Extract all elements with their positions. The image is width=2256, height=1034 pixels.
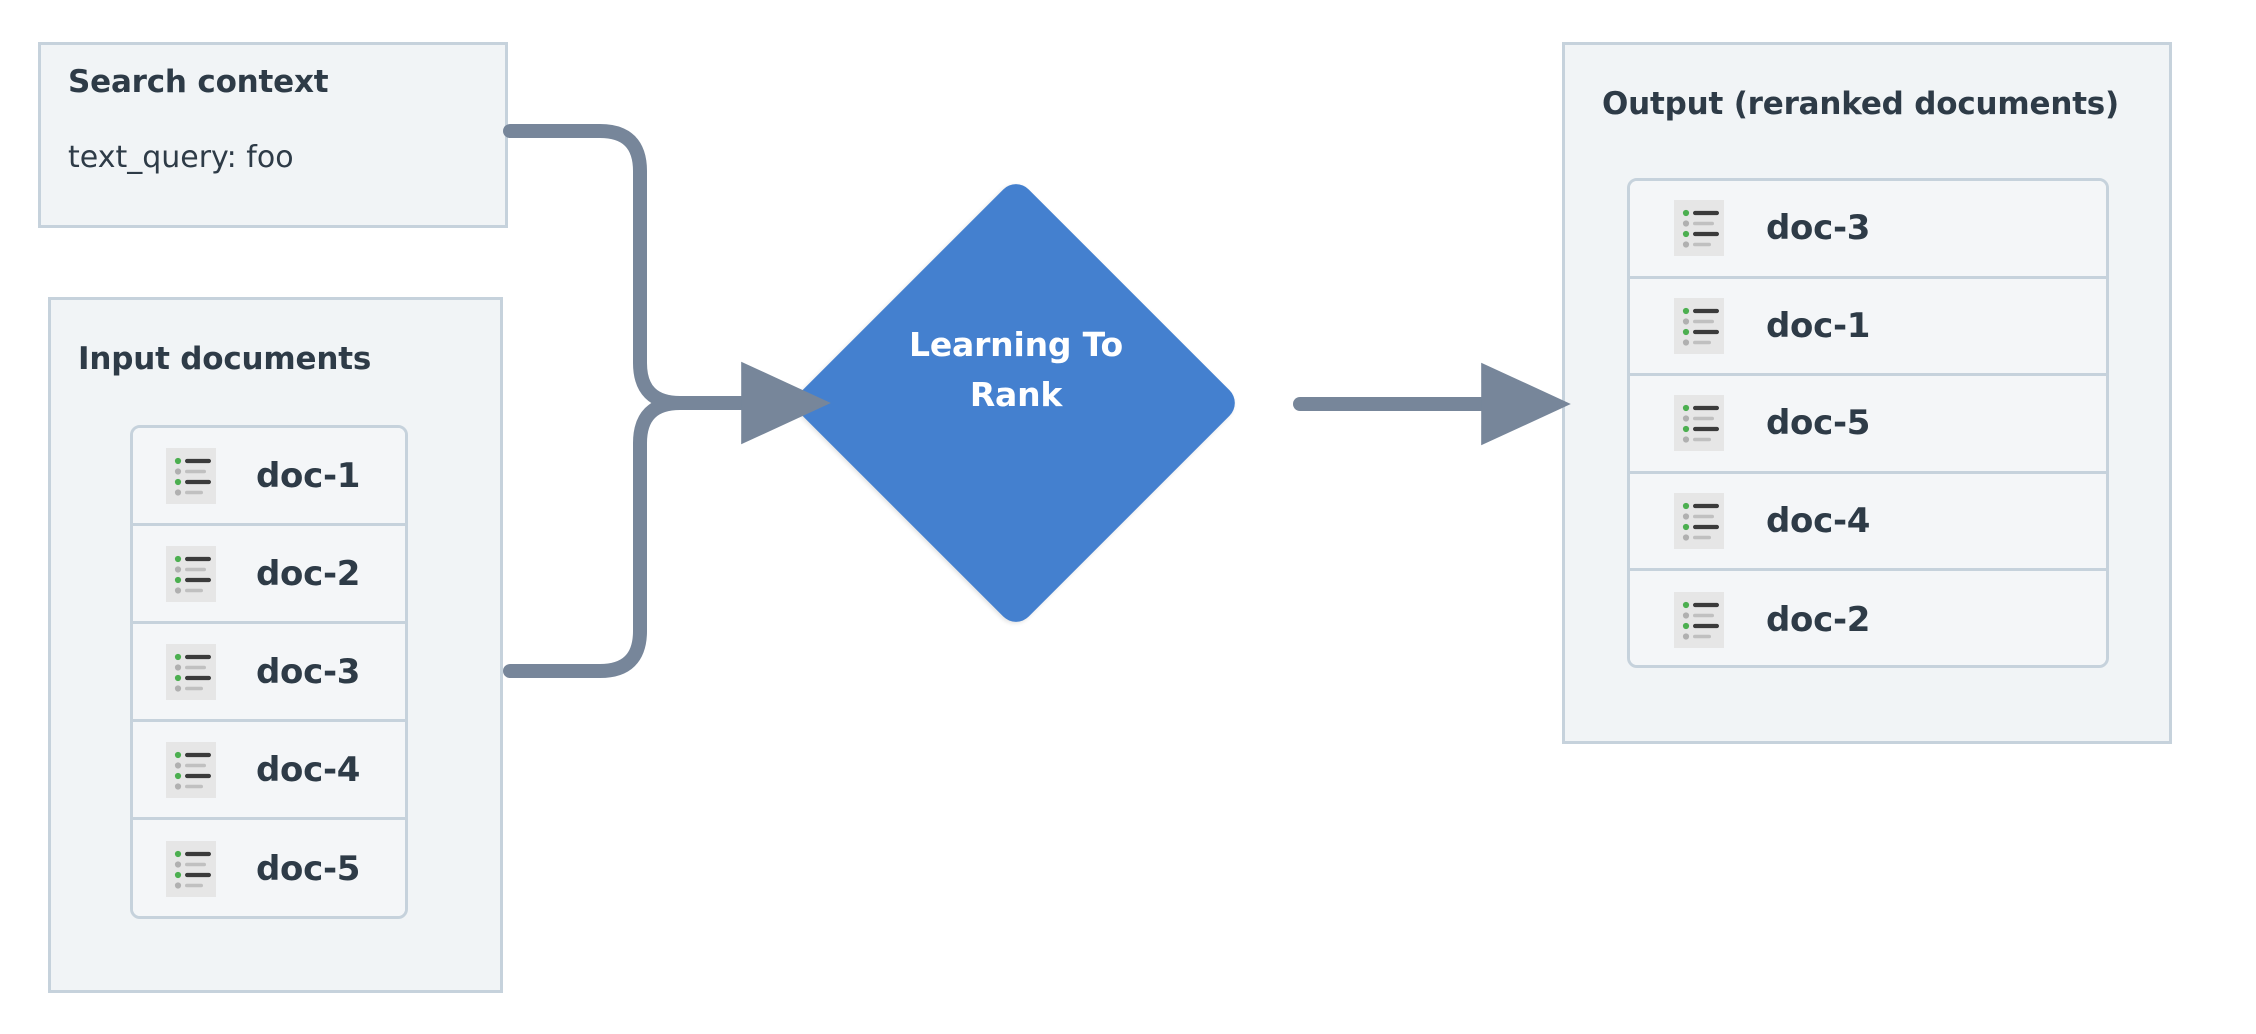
input-document-list: doc-1 doc-2 doc-3 doc-4 doc-5 [130, 425, 408, 919]
document-list-icon [1674, 493, 1724, 550]
document-list-icon [166, 447, 216, 504]
document-list-icon [1674, 592, 1724, 649]
learning-to-rank-label: Learning To Rank [816, 320, 1216, 420]
document-list-icon [1674, 297, 1724, 354]
output-document-list: doc-3 doc-1 doc-5 doc-4 doc-2 [1627, 178, 2109, 668]
output-document-row[interactable]: doc-3 [1630, 181, 2106, 279]
connector-input-documents-to-model [503, 396, 687, 678]
document-label: doc-3 [256, 651, 361, 692]
search-context-query-text: text_query: foo [68, 140, 294, 175]
document-label: doc-5 [256, 849, 361, 889]
document-label: doc-1 [256, 455, 361, 496]
document-label: doc-1 [1766, 305, 1871, 346]
document-list-icon [166, 643, 216, 700]
output-document-row[interactable]: doc-5 [1630, 376, 2106, 474]
output-document-row[interactable]: doc-1 [1630, 278, 2106, 377]
input-document-row[interactable]: doc-2 [133, 526, 405, 624]
connector-search-context-to-model [503, 124, 687, 410]
document-list-icon [166, 545, 216, 602]
document-list-icon [166, 741, 216, 798]
document-label: doc-3 [1766, 208, 1871, 249]
document-label: doc-5 [1766, 403, 1871, 444]
output-panel-title: Output (reranked documents) [1602, 86, 2120, 122]
input-document-row[interactable]: doc-5 [133, 820, 405, 916]
document-label: doc-4 [256, 749, 361, 790]
learning-to-rank-label-line1: Learning To [909, 325, 1123, 364]
learning-to-rank-label-line2: Rank [969, 375, 1063, 414]
input-documents-title: Input documents [78, 341, 372, 377]
document-list-icon [166, 841, 216, 897]
document-label: doc-4 [1766, 501, 1871, 542]
document-list-icon [1674, 200, 1724, 257]
document-list-icon [1674, 395, 1724, 452]
document-label: doc-2 [256, 553, 361, 594]
search-context-panel [38, 42, 508, 228]
input-document-row[interactable]: doc-3 [133, 624, 405, 722]
input-document-row[interactable]: doc-4 [133, 722, 405, 820]
input-document-row[interactable]: doc-1 [133, 428, 405, 526]
output-document-row[interactable]: doc-4 [1630, 473, 2106, 572]
document-label: doc-2 [1766, 600, 1871, 641]
output-document-row[interactable]: doc-2 [1630, 571, 2106, 665]
search-context-title: Search context [68, 64, 329, 100]
